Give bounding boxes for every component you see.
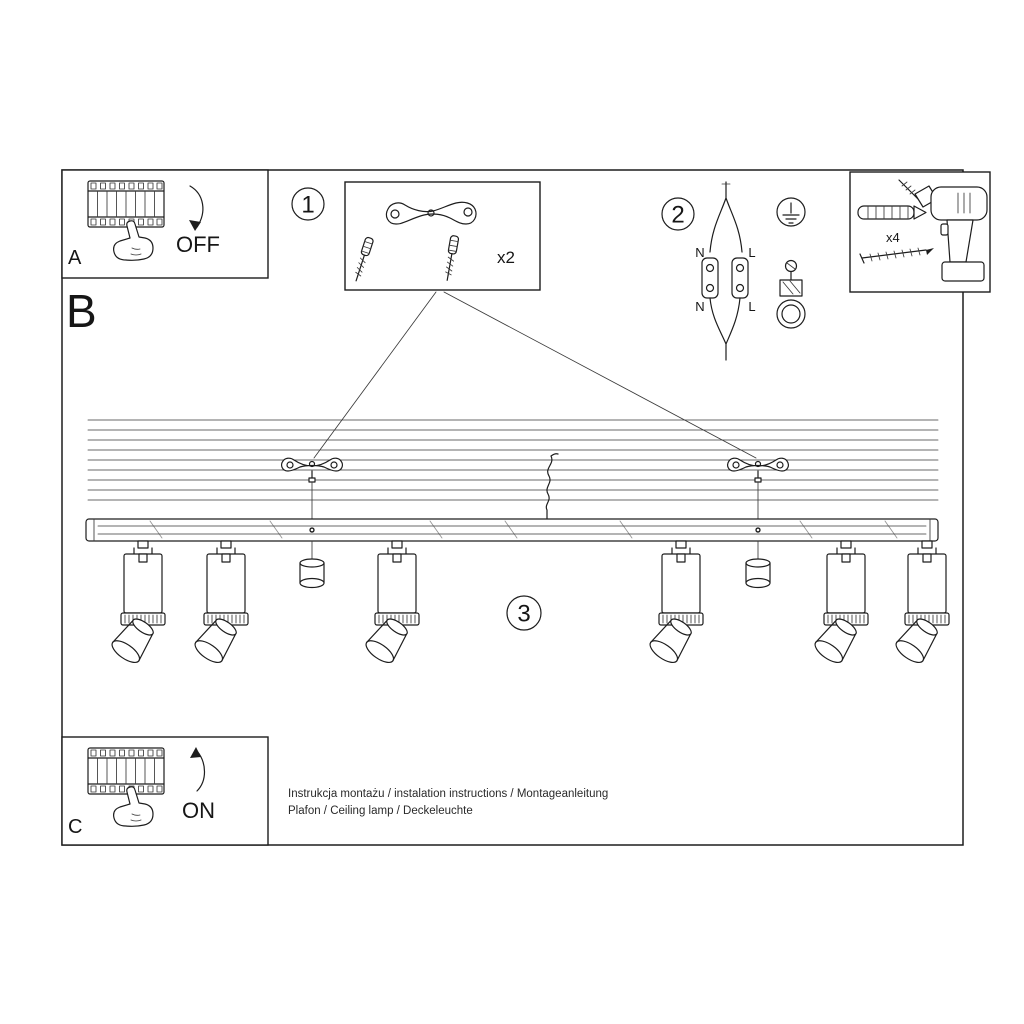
footer: Instrukcja montażu / instalation instruc… — [288, 788, 608, 817]
step2-number: 2 — [671, 202, 684, 229]
spotlight-fixture-1 — [108, 540, 166, 668]
cable-clamp-icon — [776, 259, 806, 329]
leader-lines — [313, 291, 757, 459]
ceiling-bracket-right — [727, 457, 789, 520]
breaker-panel-icon — [87, 180, 165, 228]
footer-line2: Plafon / Ceiling lamp / Deckeleuchte — [288, 805, 473, 817]
ground-symbol-icon — [776, 197, 806, 227]
lamp-rail — [85, 518, 939, 542]
terminal-block-icon — [701, 257, 749, 299]
footer-line1: Instrukcja montażu / instalation instruc… — [288, 788, 608, 800]
spotlight-fixture-2 — [191, 540, 249, 668]
spotlight-fixture-5 — [811, 540, 869, 668]
wire-label-n-top: N — [695, 245, 704, 260]
wire-label-l-bottom: L — [748, 299, 755, 314]
tools-box: x4 — [849, 171, 991, 293]
panel-a-letter: A — [68, 247, 82, 269]
wall-anchor-icon — [857, 205, 927, 220]
spotlight-fixture-3 — [362, 540, 420, 668]
step1-box: 1 x2 — [291, 181, 541, 291]
ceiling-hatching — [87, 419, 939, 501]
main-border — [61, 169, 964, 846]
power-on-label: ON — [182, 798, 215, 823]
anchor-quantity: x4 — [886, 230, 900, 245]
arrow-down-icon — [189, 185, 204, 231]
panel-c-box: ON C — [61, 736, 269, 846]
mains-wire — [545, 453, 559, 520]
screw-icon — [859, 247, 934, 264]
wire-label-l-top: L — [748, 245, 755, 260]
drill-icon — [898, 179, 988, 282]
step2-wiring: 2 N L N L — [661, 181, 806, 361]
panel-c-letter: C — [68, 816, 82, 838]
step3-number: 3 — [517, 601, 530, 628]
wires-bottom — [709, 297, 741, 361]
step3-label: 3 — [506, 595, 542, 631]
power-off-label: OFF — [176, 232, 220, 257]
mounting-bracket-icon — [385, 201, 477, 225]
spotlight-fixture-6 — [892, 540, 950, 668]
panel-b-letter: B — [66, 285, 97, 337]
step1-number: 1 — [301, 192, 314, 219]
panel-a-box: OFF A — [61, 169, 269, 279]
spotlight-fixture-4 — [646, 540, 704, 668]
arrow-up-icon — [190, 747, 206, 792]
bracket-quantity: x2 — [497, 248, 515, 267]
wires-top — [709, 181, 743, 253]
breaker-panel-icon — [87, 747, 165, 795]
wire-label-n-bottom: N — [695, 299, 704, 314]
ceiling-bracket-left — [281, 457, 343, 520]
